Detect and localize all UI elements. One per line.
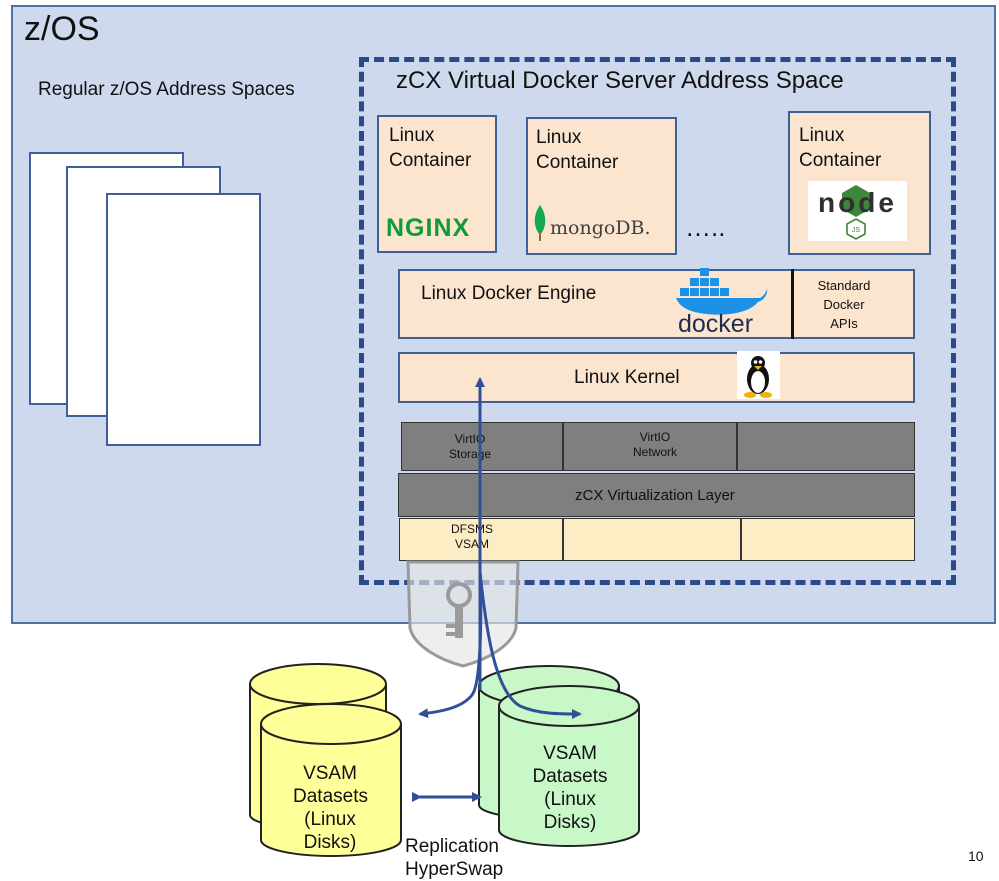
linux-container-node: Linux Container node JS [788, 111, 931, 255]
left-vsam-label: VSAM Datasets (Linux Disks) [293, 763, 368, 853]
right-vsam-label: VSAM Datasets (Linux Disks) [532, 743, 608, 833]
nginx-logo: NGINX [386, 214, 471, 242]
docker-engine-label: Linux Docker Engine [421, 283, 597, 304]
zcx-address-space-box [359, 57, 956, 585]
vsam-datasets-cylinder-left [249, 663, 402, 857]
virtio-network-cell [563, 422, 737, 471]
node-logo-text: node [818, 187, 897, 218]
container-label: Linux Container [799, 125, 882, 171]
storage-empty-cell [563, 518, 741, 561]
linux-container-nginx: Linux Container NGINX [377, 115, 497, 253]
docker-logo-text: docker [678, 310, 754, 338]
mongodb-leaf-icon [534, 205, 546, 241]
slide-number: 10 [968, 848, 984, 864]
virtio-storage-cell [401, 422, 563, 471]
linux-kernel-label: Linux Kernel [574, 367, 680, 388]
standard-docker-apis-label: Standard Docker APIs [817, 278, 871, 331]
node-logo-tile: node JS [808, 181, 907, 241]
tux-penguin-icon [737, 351, 780, 399]
address-space-page [106, 193, 261, 446]
svg-text:JS: JS [852, 227, 861, 234]
js-hexagon-icon: JS [846, 218, 866, 240]
zos-title: z/OS [24, 10, 100, 48]
hyperswap-label: HyperSwap [405, 859, 504, 880]
mongodb-logo: mongoDB. [550, 217, 651, 239]
replication-label: Replication [405, 836, 499, 857]
regular-address-spaces-label: Regular z/OS Address Spaces [38, 79, 295, 100]
storage-empty-cell [741, 518, 915, 561]
zcx-title: zCX Virtual Docker Server Address Space [396, 67, 844, 94]
apis-divider [791, 269, 794, 339]
zcx-virtualization-layer [398, 473, 915, 517]
ellipsis: ….. [685, 212, 726, 242]
docker-engine-box [398, 269, 915, 339]
docker-whale-icon [676, 268, 768, 315]
virtio-network-label: VirtIO Network [632, 430, 677, 459]
virtio-empty-cell [737, 422, 915, 471]
linux-container-mongodb: Linux Container mongoDB. [526, 117, 677, 255]
container-label: Linux Container [536, 127, 619, 173]
vsam-datasets-cylinder-right [478, 665, 640, 847]
shield-key-icon [406, 560, 520, 668]
virtualization-layer-label: zCX Virtualization Layer [575, 487, 735, 504]
node-hexagon-icon [842, 185, 870, 217]
container-label: Linux Container [389, 125, 472, 171]
